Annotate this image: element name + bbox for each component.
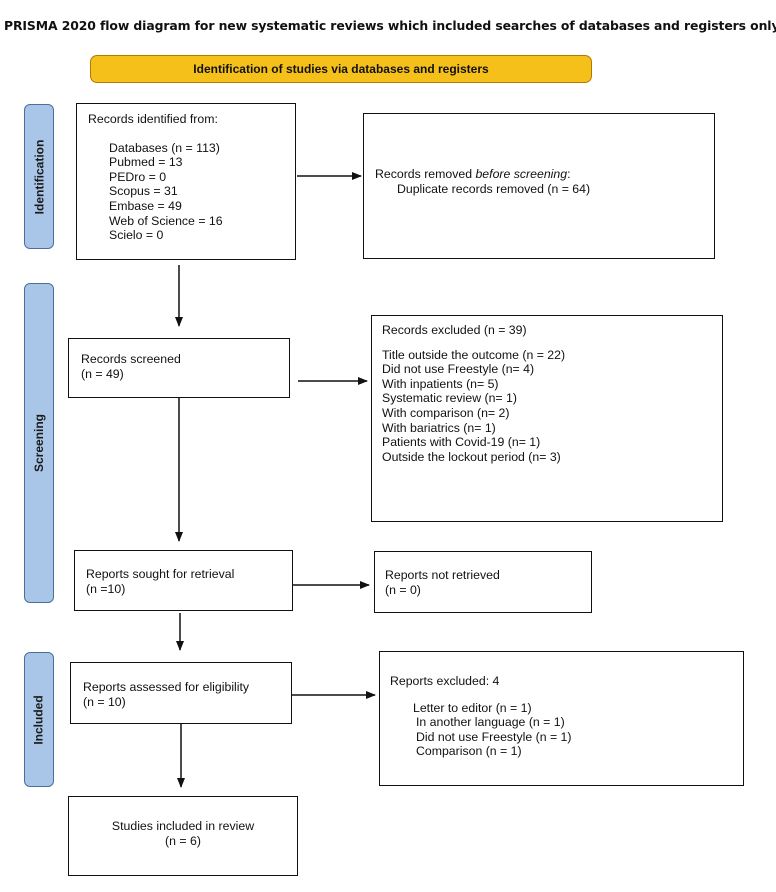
studies-included-label: Studies included in review [111, 819, 255, 833]
reports-assessed-box: Reports assessed for eligibility (n = 10… [70, 662, 292, 724]
reports-not-retrieved-count: (n = 0) [385, 582, 421, 597]
records-excluded-item: With bariatrics (n= 1) [382, 420, 496, 435]
records-excluded-heading: Records excluded (n = 39) [382, 323, 527, 337]
records-removed-heading: Records removed before screening: [375, 167, 571, 181]
records-identified-item: Web of Science = 16 [109, 213, 223, 228]
reports-excluded-heading: Reports excluded: 4 [390, 674, 500, 688]
records-identified-box: Records identified from: Databases (n = … [76, 103, 296, 260]
phase-label-included: Included [24, 652, 54, 787]
records-excluded-item: Did not use Freestyle (n= 4) [382, 362, 535, 377]
records-identified-heading: Records identified from: [88, 112, 218, 126]
records-identified-item: Pubmed = 13 [109, 155, 183, 170]
identification-banner: Identification of studies via databases … [90, 55, 592, 83]
records-excluded-item: Systematic review (n= 1) [382, 391, 517, 406]
reports-not-retrieved-box: Reports not retrieved (n = 0) [374, 551, 592, 613]
page-title: PRISMA 2020 flow diagram for new systema… [4, 18, 776, 33]
records-excluded-item: With comparison (n= 2) [382, 405, 510, 420]
reports-excluded-item: Did not use Freestyle (n = 1) [416, 729, 572, 744]
reports-assessed-label: Reports assessed for eligibility [83, 680, 250, 694]
reports-sought-count: (n =10) [86, 581, 126, 596]
phase-label-screening: Screening [24, 283, 54, 603]
records-removed-box: Records removed before screening: Duplic… [363, 113, 715, 259]
banner-label: Identification of studies via databases … [193, 62, 489, 76]
records-identified-item: PEDro = 0 [109, 169, 167, 184]
records-identified-item: Scielo = 0 [109, 228, 164, 243]
phase-label-identification: Identification [24, 104, 54, 249]
reports-sought-label: Reports sought for retrieval [86, 567, 235, 581]
records-excluded-item: Outside the lockout period (n= 3) [382, 449, 561, 464]
records-excluded-item: Title outside the outcome (n = 22) [382, 347, 566, 362]
studies-included-box: Studies included in review (n = 6) [68, 796, 298, 876]
reports-excluded-item: Comparison (n = 1) [416, 744, 522, 759]
reports-excluded-item: In another language (n = 1) [416, 715, 565, 730]
reports-excluded-item: Letter to editor (n = 1) [413, 700, 532, 715]
reports-excluded-box: Reports excluded: 4 Letter to editor (n … [379, 651, 744, 786]
records-screened-count: (n = 49) [81, 366, 124, 381]
records-identified-item: Scopus = 31 [109, 184, 178, 199]
records-excluded-item: With inpatients (n= 5) [382, 376, 499, 391]
reports-assessed-count: (n = 10) [83, 694, 126, 709]
records-identified-item: Databases (n = 113) [109, 140, 220, 155]
records-screened-label: Records screened [81, 352, 181, 366]
reports-sought-box: Reports sought for retrieval (n =10) [74, 550, 293, 611]
records-excluded-box: Records excluded (n = 39) Title outside … [371, 315, 723, 522]
records-removed-item: Duplicate records removed (n = 64) [397, 181, 591, 196]
records-excluded-item: Patients with Covid-19 (n= 1) [382, 435, 541, 450]
reports-not-retrieved-label: Reports not retrieved [385, 568, 500, 582]
records-screened-box: Records screened (n = 49) [68, 338, 290, 398]
studies-included-count: (n = 6) [165, 833, 201, 848]
records-identified-item: Embase = 49 [109, 198, 182, 213]
